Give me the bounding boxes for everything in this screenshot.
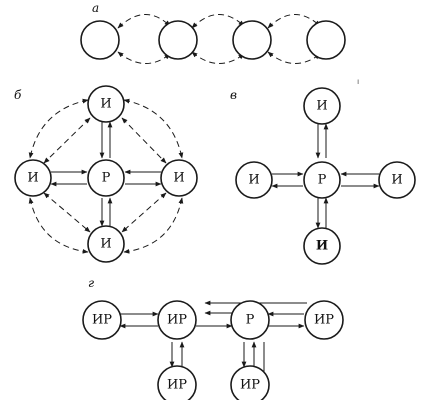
edge-a1-a2-bottom	[117, 51, 171, 64]
stray-mark: ı	[357, 77, 359, 86]
panel-g-node-3: Р	[230, 300, 270, 340]
svg-text:И: И	[316, 239, 328, 254]
panel-b-node-top: И	[87, 85, 125, 123]
panel-v-node-left: И	[235, 161, 273, 199]
svg-text:И: И	[100, 237, 111, 252]
panel-a: а	[80, 1, 346, 64]
panel-b-node-right: И	[160, 159, 198, 197]
svg-text:Р: Р	[246, 313, 255, 328]
panel-g-node-1: ИР	[82, 300, 122, 340]
edge-b-top-right-diag	[121, 117, 167, 164]
panel-v-node-top: И	[303, 87, 341, 125]
svg-text:И: И	[316, 99, 327, 114]
edge-a3-a4-top	[267, 14, 321, 29]
edge-a1-a2-top	[117, 14, 171, 29]
panel-g: г ИР ИР Р ИР ИР ИР	[82, 276, 344, 400]
svg-text:ИР: ИР	[167, 378, 187, 393]
panel-a-node-2	[158, 20, 198, 60]
svg-text:ИР: ИР	[240, 378, 260, 393]
panel-v-node-bottom: И	[303, 227, 341, 265]
edge-b-left-bottom-outer	[28, 197, 89, 254]
edge-a3-a4-bottom	[267, 51, 321, 64]
svg-text:ИР: ИР	[92, 313, 112, 328]
panel-v: в ı И И Р И И	[230, 77, 416, 265]
svg-text:И: И	[27, 171, 38, 186]
edge-b-right-bottom-outer	[123, 197, 184, 254]
panel-b-label: б	[14, 88, 22, 102]
panel-a-node-3	[232, 20, 272, 60]
edge-b-right-bottom-diag	[121, 192, 167, 233]
svg-text:ИР: ИР	[167, 313, 187, 328]
svg-text:Р: Р	[102, 171, 111, 186]
edge-b-top-left-diag	[43, 117, 91, 164]
edge-a2-a3-top	[191, 14, 245, 29]
svg-text:ИР: ИР	[314, 313, 334, 328]
edge-a2-a3-bottom	[191, 51, 245, 64]
panel-b: б И И Р И И	[14, 85, 198, 263]
panel-v-node-center: Р	[303, 161, 341, 199]
panel-a-label: а	[92, 1, 99, 15]
panel-g-node-4: ИР	[304, 300, 344, 340]
svg-text:И: И	[248, 173, 259, 188]
panel-g-label: г	[88, 276, 94, 290]
panel-g-node-5: ИР	[157, 365, 197, 400]
panel-a-node-4	[306, 20, 346, 60]
edge-b-left-bottom-diag	[43, 192, 91, 233]
svg-text:И: И	[173, 171, 184, 186]
panel-b-node-left: И	[14, 159, 52, 197]
svg-text:И: И	[100, 97, 111, 112]
panel-a-node-1	[80, 20, 120, 60]
panel-b-node-center: Р	[87, 159, 125, 197]
panel-g-node-2: ИР	[157, 300, 197, 340]
panel-b-node-bottom: И	[87, 225, 125, 263]
panel-v-node-right: И	[378, 161, 416, 199]
panel-g-node-6: ИР	[230, 365, 270, 400]
panel-v-label: в	[230, 88, 237, 102]
svg-text:Р: Р	[318, 173, 327, 188]
svg-text:И: И	[391, 173, 402, 188]
